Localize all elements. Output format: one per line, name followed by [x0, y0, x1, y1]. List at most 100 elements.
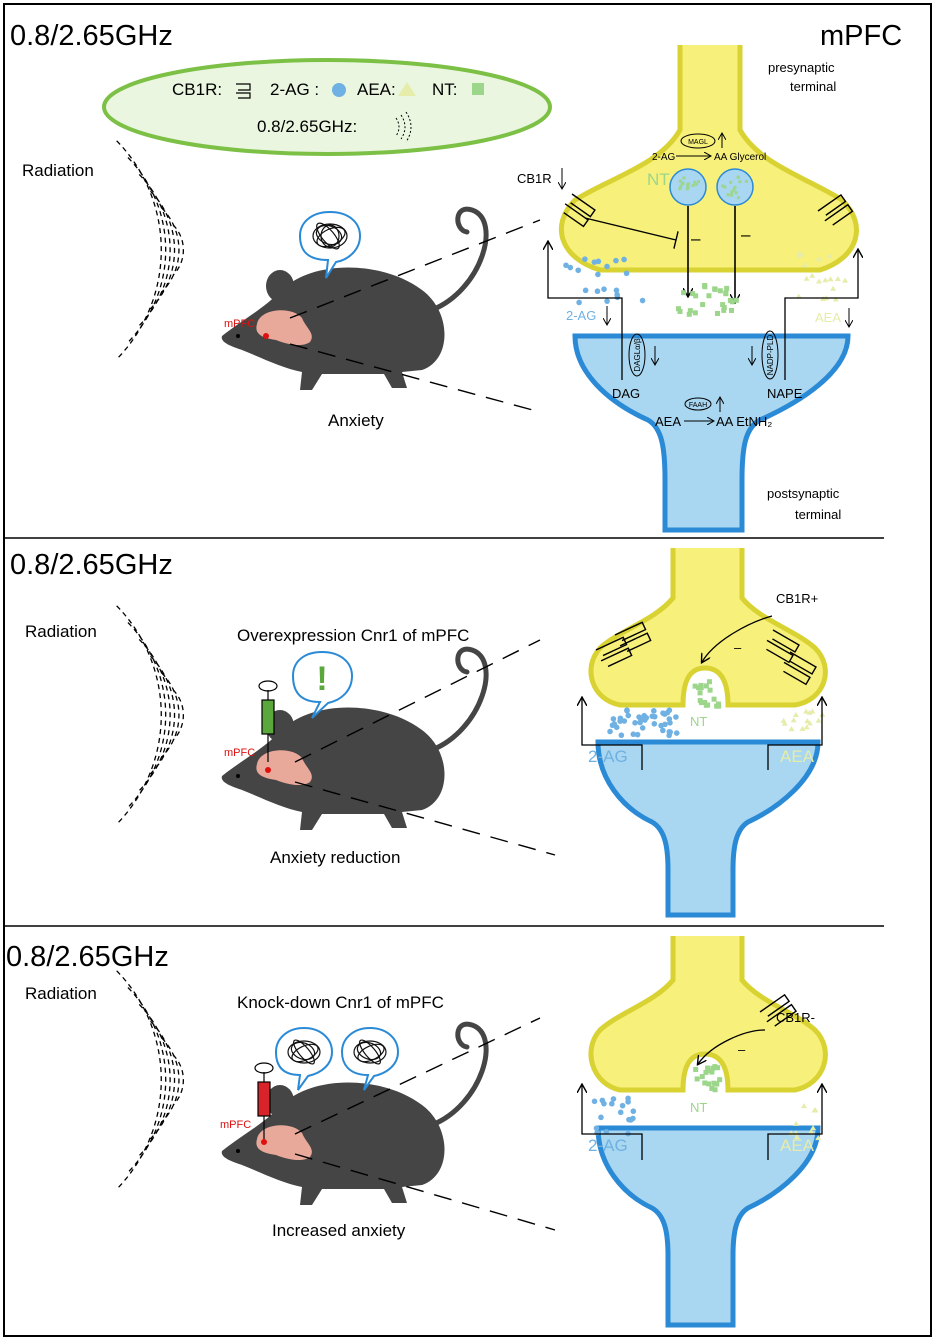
2ag-particle — [575, 267, 582, 274]
nt-particle — [724, 285, 730, 291]
nt-particle — [706, 1081, 712, 1087]
mouse-eye — [236, 1149, 240, 1153]
nt-particle — [698, 682, 704, 688]
region-label: mPFC — [820, 20, 902, 52]
nt-particle — [675, 306, 681, 312]
2ag-particle — [636, 714, 642, 720]
2ag-particle — [632, 720, 638, 726]
nt-cluster — [692, 679, 722, 709]
nt-particle — [736, 175, 740, 179]
aea-retrograde-path — [767, 698, 822, 770]
cb1r-receptor — [595, 636, 633, 668]
nt-particle — [697, 698, 703, 704]
2ag-particle — [642, 717, 648, 723]
zoom-line — [294, 1017, 541, 1135]
aea-particle — [780, 717, 787, 723]
mouse — [221, 646, 489, 830]
radiation-wave-arc — [172, 224, 185, 276]
2ag-particle — [613, 287, 620, 294]
2ag-particle — [673, 714, 679, 720]
2ag-particle — [610, 1096, 617, 1102]
nt-particle — [728, 307, 734, 313]
dag-label: DAG — [612, 386, 640, 401]
presynaptic-terminal — [588, 936, 828, 1093]
syringe-icon — [258, 680, 278, 762]
nt-particle — [707, 1068, 713, 1074]
radiation-wave-arc — [116, 605, 162, 825]
2ag-particle — [649, 713, 656, 720]
nt-label: NT — [690, 714, 707, 729]
nt-particle — [715, 1065, 721, 1071]
2ag-particle — [667, 720, 673, 726]
figure-frame — [3, 3, 932, 1337]
2ag-particle — [582, 256, 588, 262]
mouse-body — [221, 707, 445, 830]
nt-particle — [715, 701, 721, 707]
2ag-label: 2-AG — [588, 1136, 628, 1155]
outcome-label: Anxiety reduction — [270, 848, 400, 867]
nt-particle — [721, 184, 725, 188]
syringe-barrel — [261, 699, 275, 735]
2ag-particle — [576, 299, 582, 306]
inhibit-sign: – — [691, 229, 701, 248]
cb1r-receptor — [614, 621, 652, 653]
aea-particle — [790, 717, 797, 723]
aea-particle — [816, 256, 823, 262]
nt-particle — [678, 187, 682, 191]
nt-particle — [721, 307, 727, 313]
mouse-eye — [236, 774, 240, 778]
syringe-plunger — [254, 1062, 274, 1074]
aea-particle — [842, 277, 849, 283]
nt-particle — [700, 302, 706, 308]
zoom-line — [294, 639, 541, 763]
panel-overexpression: 0.8/2.65GHz Radiation Overexpression Cnr… — [10, 548, 828, 918]
nt-particle — [679, 184, 683, 188]
2ag-particle — [607, 728, 613, 735]
nt-particle — [723, 291, 729, 297]
brain-icon — [256, 310, 312, 346]
aea-particle — [826, 252, 833, 258]
aea-particle — [832, 296, 839, 302]
enzyme-oval — [628, 333, 646, 377]
nt-particle — [711, 1080, 717, 1086]
2ag-particle — [591, 1098, 598, 1105]
aea-particle — [804, 718, 811, 724]
2ag-particle — [567, 264, 574, 271]
nt-particle — [686, 311, 692, 317]
syringe-plunger — [258, 680, 278, 692]
faah-substrate: AEA — [655, 414, 681, 429]
mouse-tail — [429, 206, 489, 313]
nt-particle — [706, 293, 712, 299]
magl-substrate: 2-AG — [652, 152, 676, 163]
cb1r-label: CB1R — [517, 171, 552, 186]
syringe-barrel — [257, 1081, 271, 1117]
magl-products: AA Glycerol — [714, 152, 766, 163]
mpfc-marker-dot — [261, 1139, 267, 1145]
nt-particle — [744, 179, 748, 183]
2ag-dot-icon — [332, 83, 346, 97]
radiation-wave-arc — [150, 1020, 176, 1140]
synapse: NT CB1R- – 2-AG AEA — [582, 936, 828, 1328]
2ag-particle — [625, 712, 632, 719]
radiation-label: Radiation — [25, 622, 97, 641]
nt-particle — [730, 193, 734, 197]
presynaptic-label: terminal — [790, 79, 836, 94]
radiation-wave-arc — [127, 622, 167, 808]
2ag-particle — [582, 287, 589, 294]
2ag-particle — [618, 732, 625, 739]
nt-particle — [733, 185, 737, 189]
radiation-wave-arc — [172, 689, 185, 741]
inhibit-sign: – — [741, 225, 751, 244]
mouse-ear — [266, 1085, 294, 1117]
presynaptic-label: presynaptic — [768, 60, 835, 75]
radiation-waves — [116, 605, 185, 825]
nt-particle — [712, 1087, 718, 1093]
radiation-wave-arc — [138, 1003, 171, 1157]
2ag-particle — [613, 724, 620, 731]
enzyme-oval — [680, 133, 716, 149]
2ag-particle — [660, 727, 666, 734]
radiation-wave-arc — [116, 970, 162, 1190]
2ag-particle — [610, 716, 617, 722]
legend-cb1r: CB1R: — [172, 80, 222, 99]
brain-icon — [256, 750, 312, 786]
